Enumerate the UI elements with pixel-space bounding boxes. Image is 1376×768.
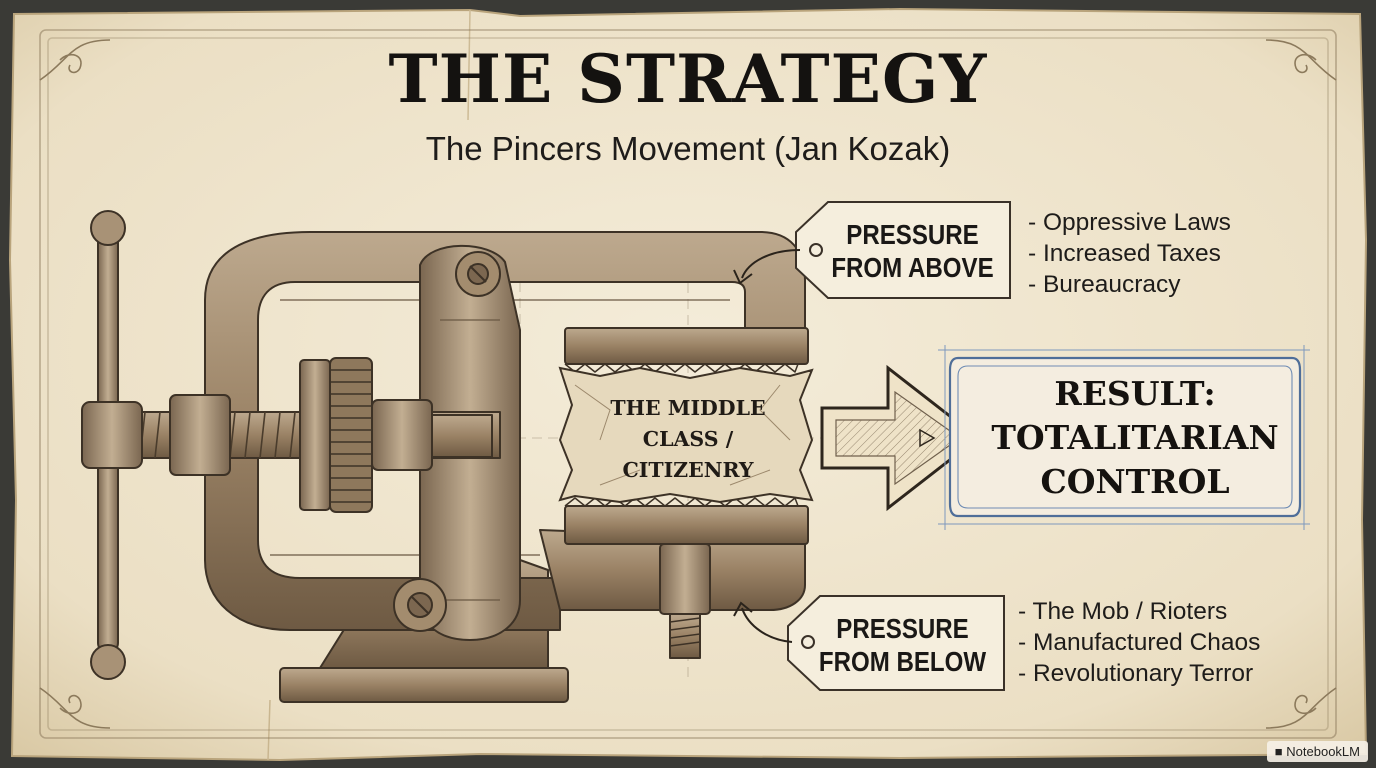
result-line2: TOTALITARIAN: [991, 418, 1279, 457]
pressure-above-label: PRESSURE FROM ABOVE: [824, 218, 1000, 284]
middle-class-line3: CITIZENRY: [622, 458, 754, 482]
list-item: Revolutionary Terror: [1018, 658, 1260, 689]
list-item: Oppressive Laws: [1028, 207, 1231, 238]
pressure-below-label-line2: FROM BELOW: [818, 646, 987, 677]
pressure-below-list: The Mob / Rioters Manufactured Chaos Rev…: [1018, 596, 1261, 689]
pressure-below-tag: [733, 595, 1005, 691]
result-label: RESULT: TOTALITARIAN CONTROL: [975, 372, 1295, 504]
list-item: Increased Taxes: [1028, 238, 1231, 269]
decorative-frame: [39, 29, 1337, 739]
pressure-below-label: PRESSURE FROM BELOW: [814, 612, 990, 678]
pressure-above-label-line1: PRESSURE: [846, 219, 979, 250]
middle-class-block: [558, 366, 814, 504]
result-line1: RESULT:: [1054, 374, 1216, 413]
notebook-icon: ■: [1274, 744, 1283, 759]
middle-class-label: THE MIDDLE CLASS / CITIZENRY: [583, 393, 793, 486]
pressure-above-label-line2: FROM ABOVE: [831, 252, 994, 283]
result-box-frame: [938, 345, 1310, 530]
pressure-below-label-line1: PRESSURE: [836, 613, 969, 644]
middle-class-line1: THE MIDDLE: [610, 396, 766, 420]
result-arrow: [820, 364, 981, 512]
list-item: Manufactured Chaos: [1018, 627, 1260, 658]
pressure-above-list: Oppressive Laws Increased Taxes Bureaucr…: [1028, 207, 1231, 300]
list-item: Bureaucracy: [1028, 269, 1231, 300]
pressure-above-tag: [733, 201, 1011, 299]
result-line3: CONTROL: [1040, 462, 1230, 501]
middle-class-line2: CLASS /: [642, 427, 734, 451]
notebooklm-watermark: ■ NotebookLM: [1266, 741, 1368, 762]
list-item: The Mob / Rioters: [1018, 596, 1260, 627]
page-title: THE STRATEGY: [388, 40, 988, 118]
page-subtitle: The Pincers Movement (Jan Kozak): [425, 130, 951, 167]
watermark-text: NotebookLM: [1286, 744, 1360, 759]
